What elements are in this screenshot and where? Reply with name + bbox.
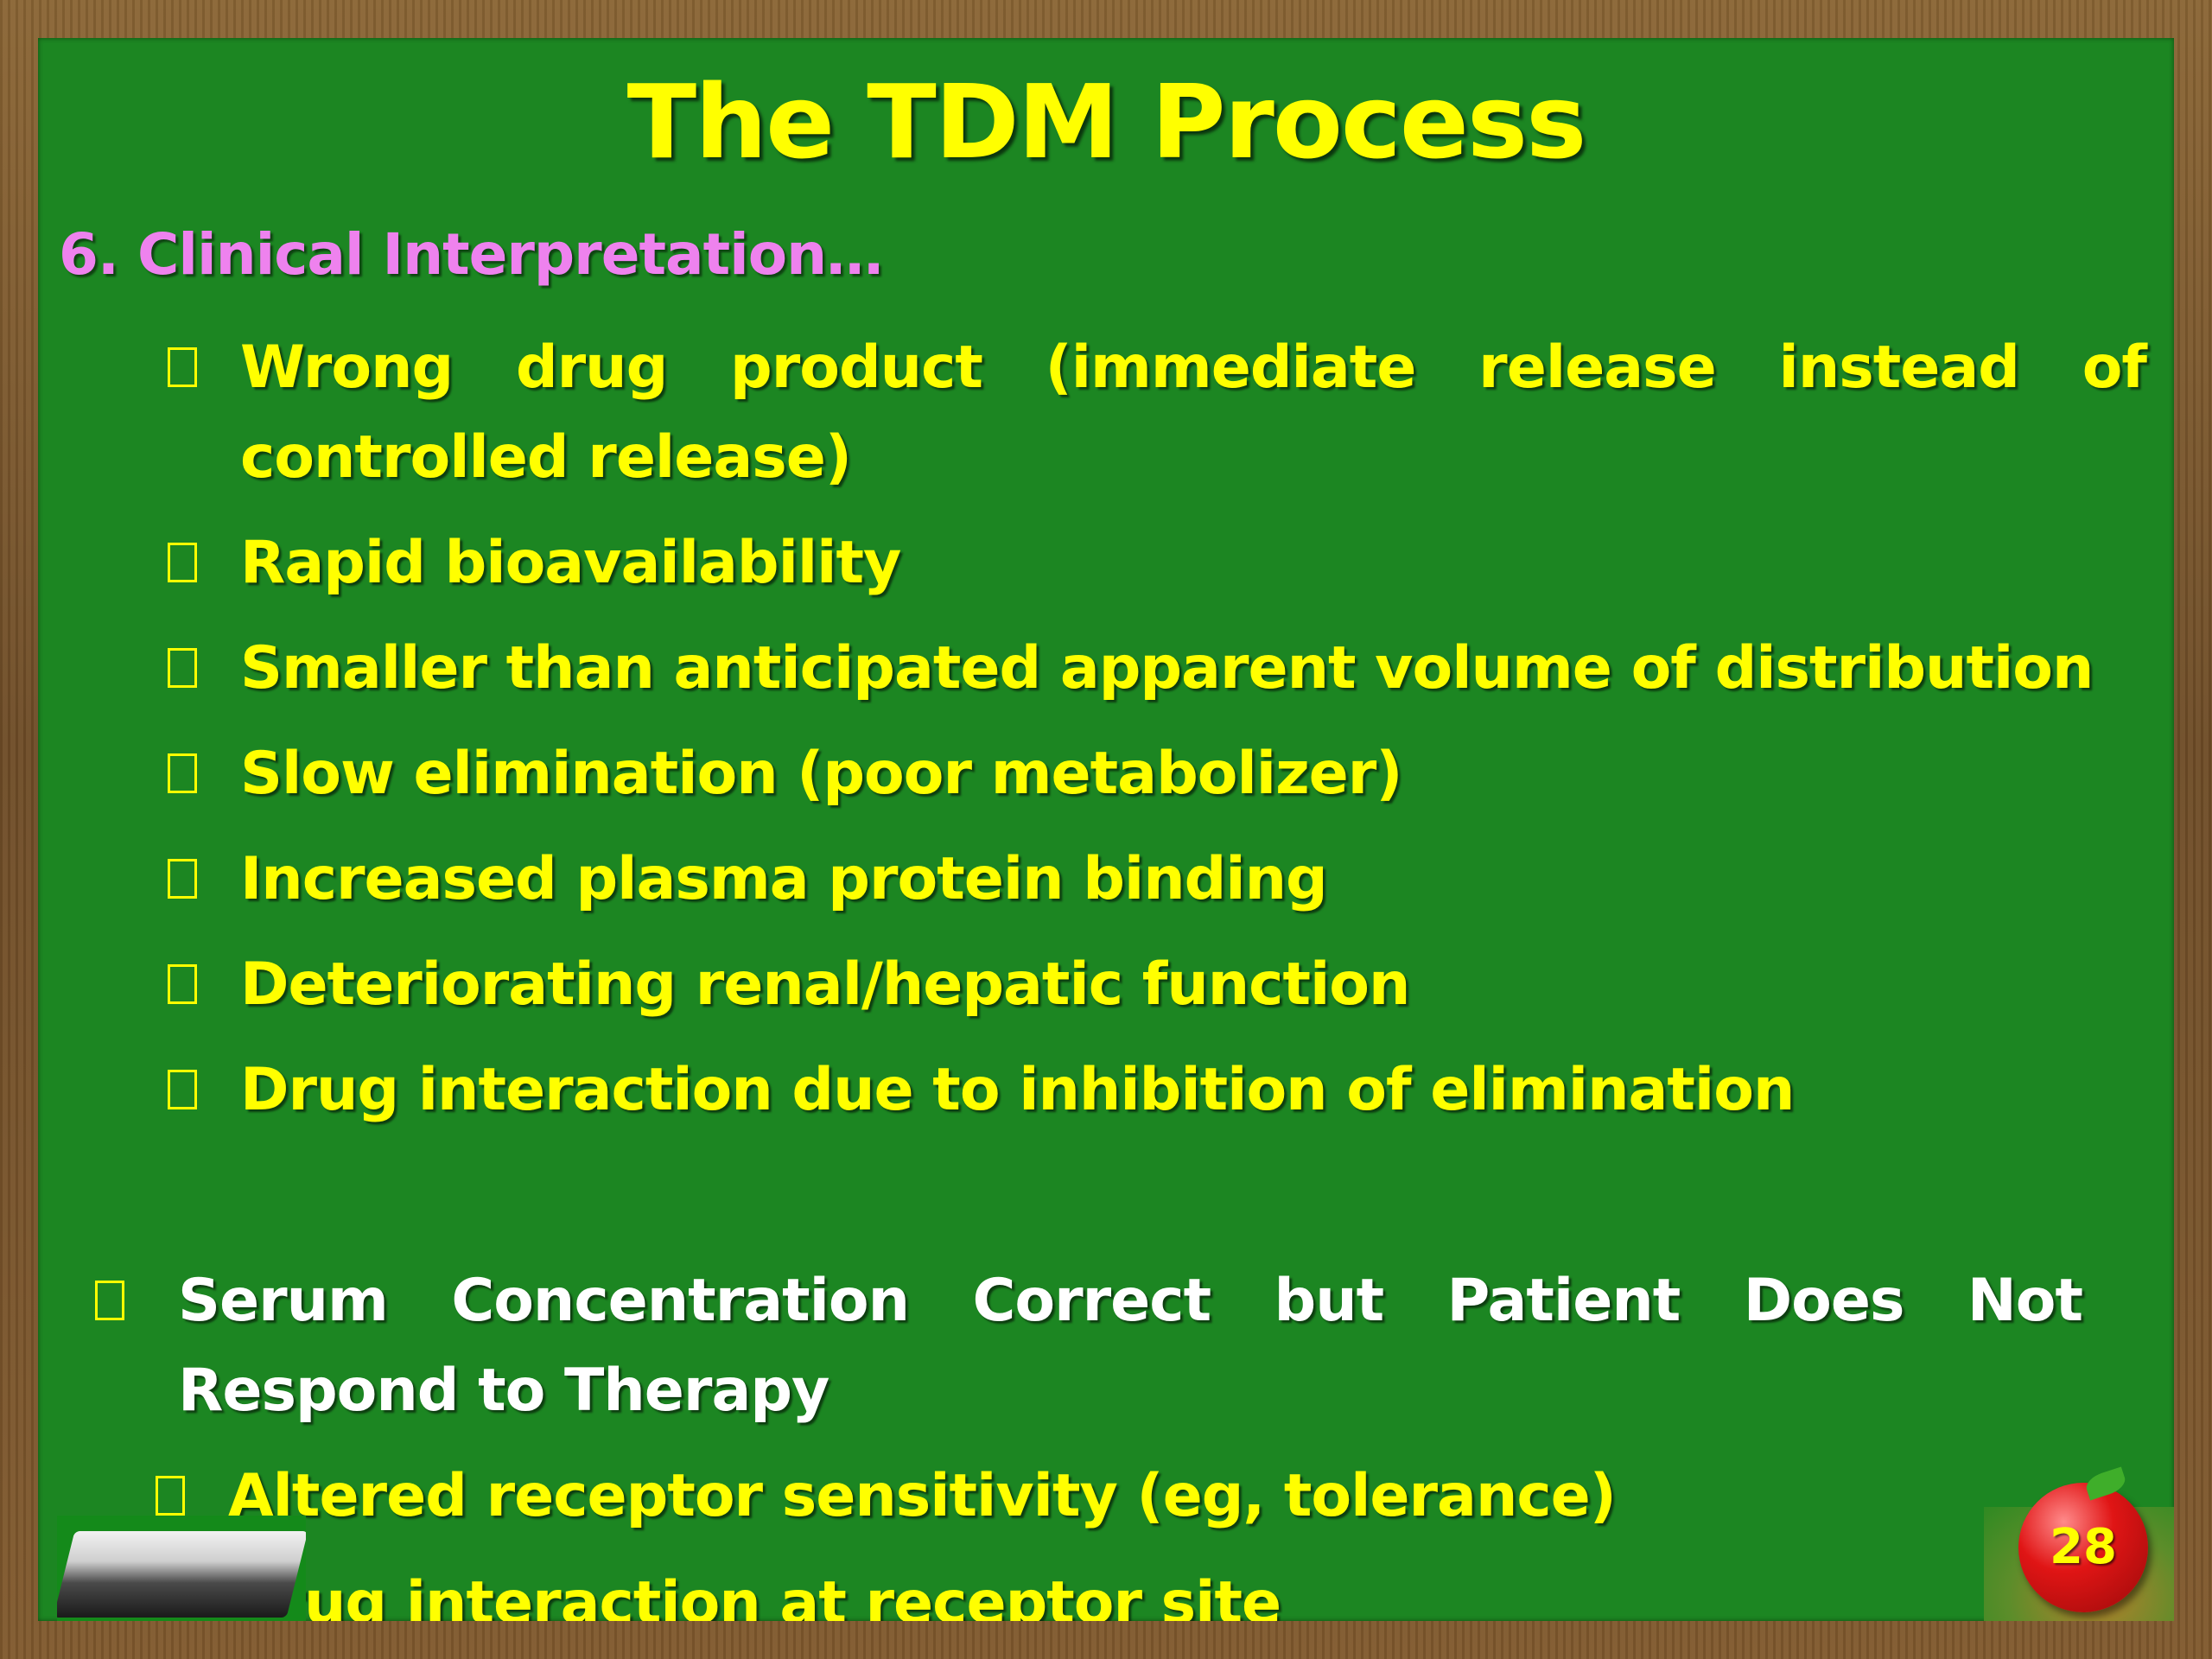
list-item-text: Deteriorating renal/hepatic function: [240, 950, 1410, 1019]
hollow-square-bullet-icon: [168, 859, 197, 899]
page-number: 28: [2050, 1519, 2117, 1575]
list-item: Deteriorating renal/hepatic function: [168, 940, 2146, 1030]
slide-board: The TDM Process 6. Clinical Interpretati…: [38, 38, 2174, 1621]
list-item-text: Increased plasma protein binding: [240, 845, 1328, 913]
list-item-text: Slow elimination (poor metabolizer): [240, 740, 1402, 808]
hollow-square-bullet-icon: [168, 648, 197, 688]
hollow-square-bullet-icon: [95, 1281, 124, 1320]
decorative-book-image: [57, 1516, 306, 1621]
list-item: Drug interaction due to inhibition of el…: [168, 1046, 2146, 1135]
list-item: Wrong drug product (immediate release in…: [168, 323, 2147, 503]
list-item: Slow elimination (poor metabolizer): [168, 729, 2146, 819]
list-item-text: Drug interaction due to inhibition of el…: [240, 1056, 1795, 1124]
book-shape: [57, 1531, 306, 1618]
list-item-text: Wrong drug product (immediate release in…: [240, 334, 2147, 492]
hollow-square-bullet-icon: [156, 1476, 185, 1516]
receptor-list: Altered receptor sensitivity (eg, tolera…: [156, 1452, 2134, 1621]
list-item-text: Drug interaction at receptor site: [228, 1569, 1281, 1621]
hollow-square-bullet-icon: [168, 347, 197, 387]
list-item: Rapid bioavailability: [168, 518, 2146, 608]
list-item: Smaller than anticipated apparent volume…: [168, 624, 2146, 714]
hollow-square-bullet-icon: [168, 1070, 197, 1109]
list-item-text: Altered receptor sensitivity (eg, tolera…: [228, 1462, 1617, 1530]
list-item-text: Smaller than anticipated apparent volume…: [240, 634, 2094, 702]
hollow-square-bullet-icon: [168, 543, 197, 582]
list-item: Increased plasma protein binding: [168, 835, 2146, 925]
list-item: Altered receptor sensitivity (eg, tolera…: [156, 1452, 2134, 1541]
slide-title: The TDM Process: [626, 62, 1587, 181]
section-heading: 6. Clinical Interpretation…: [59, 221, 883, 288]
main-bullet-text: Serum Concentration Correct but Patient …: [178, 1267, 2083, 1425]
hollow-square-bullet-icon: [168, 753, 197, 793]
hollow-square-bullet-icon: [168, 964, 197, 1004]
main-bullet-item: Serum Concentration Correct but Patient …: [95, 1256, 2083, 1436]
interpretation-list: Wrong drug product (immediate release in…: [168, 323, 2147, 1151]
list-item: Drug interaction at receptor site: [156, 1559, 2134, 1621]
apple-icon: [2018, 1483, 2148, 1612]
list-item-text: Rapid bioavailability: [240, 529, 901, 597]
